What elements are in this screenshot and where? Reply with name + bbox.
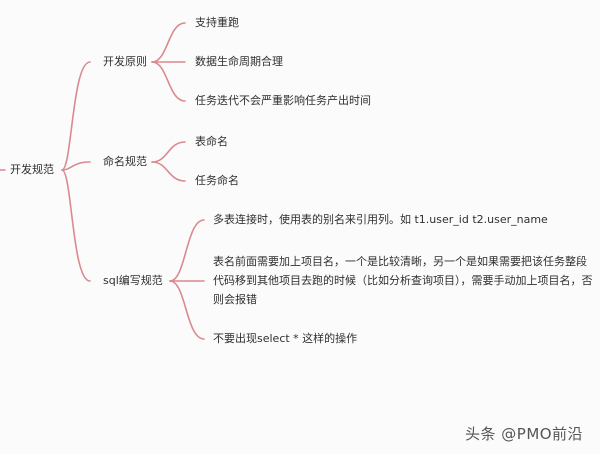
leaf-data-lifecycle[interactable]: 数据生命周期合理 bbox=[195, 55, 283, 68]
branch-dev-principles[interactable]: 开发原则 bbox=[103, 55, 147, 68]
watermark: 头条 @PMO前沿 bbox=[465, 425, 584, 443]
branch-sql-writing[interactable]: sql编写规范 bbox=[103, 274, 163, 287]
root-node[interactable]: 开发规范 bbox=[10, 163, 54, 176]
link-dev-to-rerun bbox=[151, 22, 186, 63]
link-sql-to-alias bbox=[169, 219, 205, 282]
link-naming-to-task bbox=[151, 161, 186, 182]
link-root-to-sql bbox=[61, 169, 91, 282]
leaf-table-naming[interactable]: 表命名 bbox=[195, 135, 228, 148]
leaf-table-alias[interactable]: 多表连接时，使用表的别名来引用列。如 t1.user_id t2.user_na… bbox=[213, 213, 548, 226]
leaf-iteration-impact[interactable]: 任务迭代不会严重影响任务产出时间 bbox=[195, 94, 371, 107]
link-root-to-dev-principles bbox=[61, 61, 91, 171]
link-root-to-naming bbox=[61, 161, 91, 171]
link-naming-to-table bbox=[151, 141, 186, 163]
leaf-project-prefix[interactable]: 表名前面需要加上项目名，一个是比较清晰，另一个是如果需要把该任务整段代码移到其他… bbox=[213, 255, 593, 306]
link-dev-to-iteration bbox=[151, 61, 186, 102]
leaf-task-naming[interactable]: 任务命名 bbox=[195, 174, 239, 187]
link-sql-to-select bbox=[169, 280, 205, 340]
leaf-no-select-star[interactable]: 不要出现select * 这样的操作 bbox=[213, 332, 358, 345]
leaf-rerun-support[interactable]: 支持重跑 bbox=[195, 16, 239, 29]
branch-naming[interactable]: 命名规范 bbox=[103, 155, 147, 168]
